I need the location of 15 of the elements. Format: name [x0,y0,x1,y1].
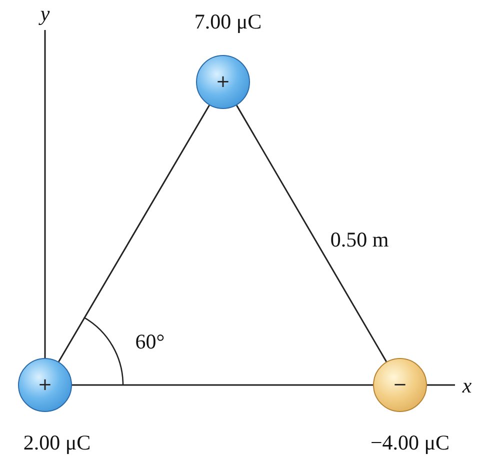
charge-value: 2.00 μC [23,430,91,456]
charge-sign: + [216,74,230,90]
triangle-side [58,104,210,362]
charge-sign: + [38,376,52,394]
charge-value: 7.00 μC [194,10,262,34]
positive-charge [18,358,72,412]
negative-charge [373,358,427,412]
angle-label: 60° [135,330,165,354]
positive-charge [196,55,250,109]
charge-value: −4.00 μC [370,430,450,456]
triangle-side [236,104,388,362]
triangle-side [72,384,373,386]
charge-sign: − [392,376,408,394]
axis-label: y [40,2,50,26]
axis-label: x [462,374,472,398]
